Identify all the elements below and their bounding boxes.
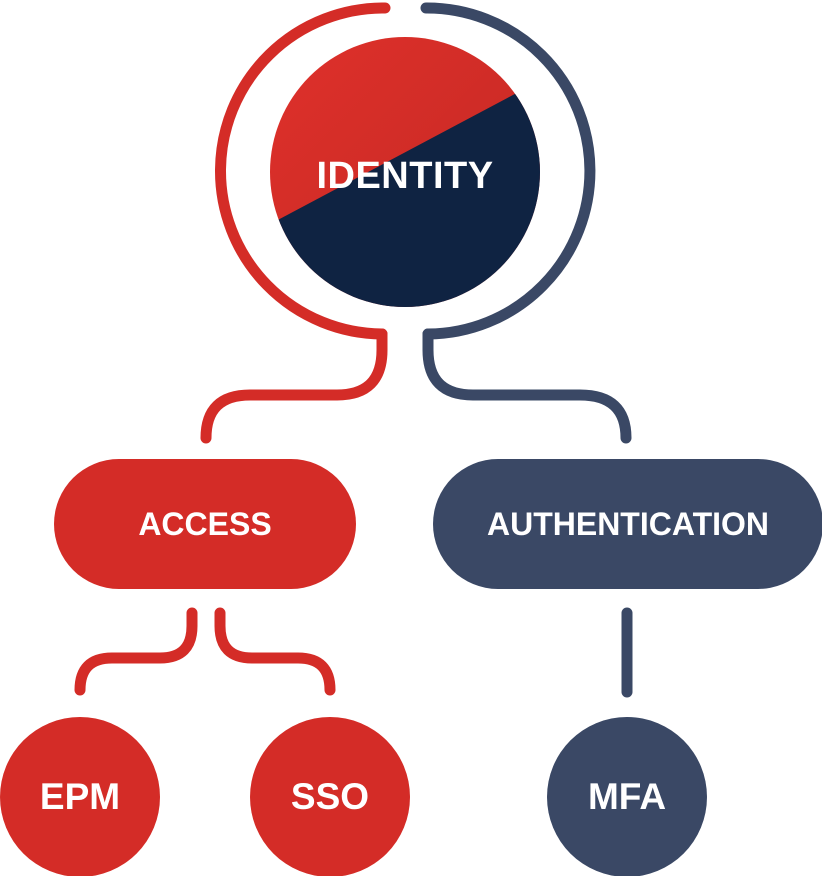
identity-label: IDENTITY — [316, 154, 494, 197]
connector-access-epm — [74, 607, 198, 696]
identity-ring-red — [215, 2, 391, 340]
access-node: ACCESS — [54, 459, 356, 589]
mfa-node: MFA — [547, 717, 707, 876]
access-label: ACCESS — [138, 505, 272, 542]
sso-node: SSO — [250, 717, 410, 876]
mfa-label: MFA — [587, 776, 667, 817]
connector-access-sso — [214, 607, 336, 696]
authentication-node: AUTHENTICATION — [433, 459, 822, 589]
connector-identity-authentication — [422, 328, 632, 444]
epm-node: EPM — [0, 717, 160, 876]
identity-ring-slate — [420, 2, 596, 340]
connector-identity-access — [200, 328, 388, 444]
authentication-label: AUTHENTICATION — [486, 505, 770, 542]
identity-circle — [270, 37, 540, 307]
epm-label: EPM — [39, 776, 121, 817]
sso-label: SSO — [290, 776, 370, 817]
